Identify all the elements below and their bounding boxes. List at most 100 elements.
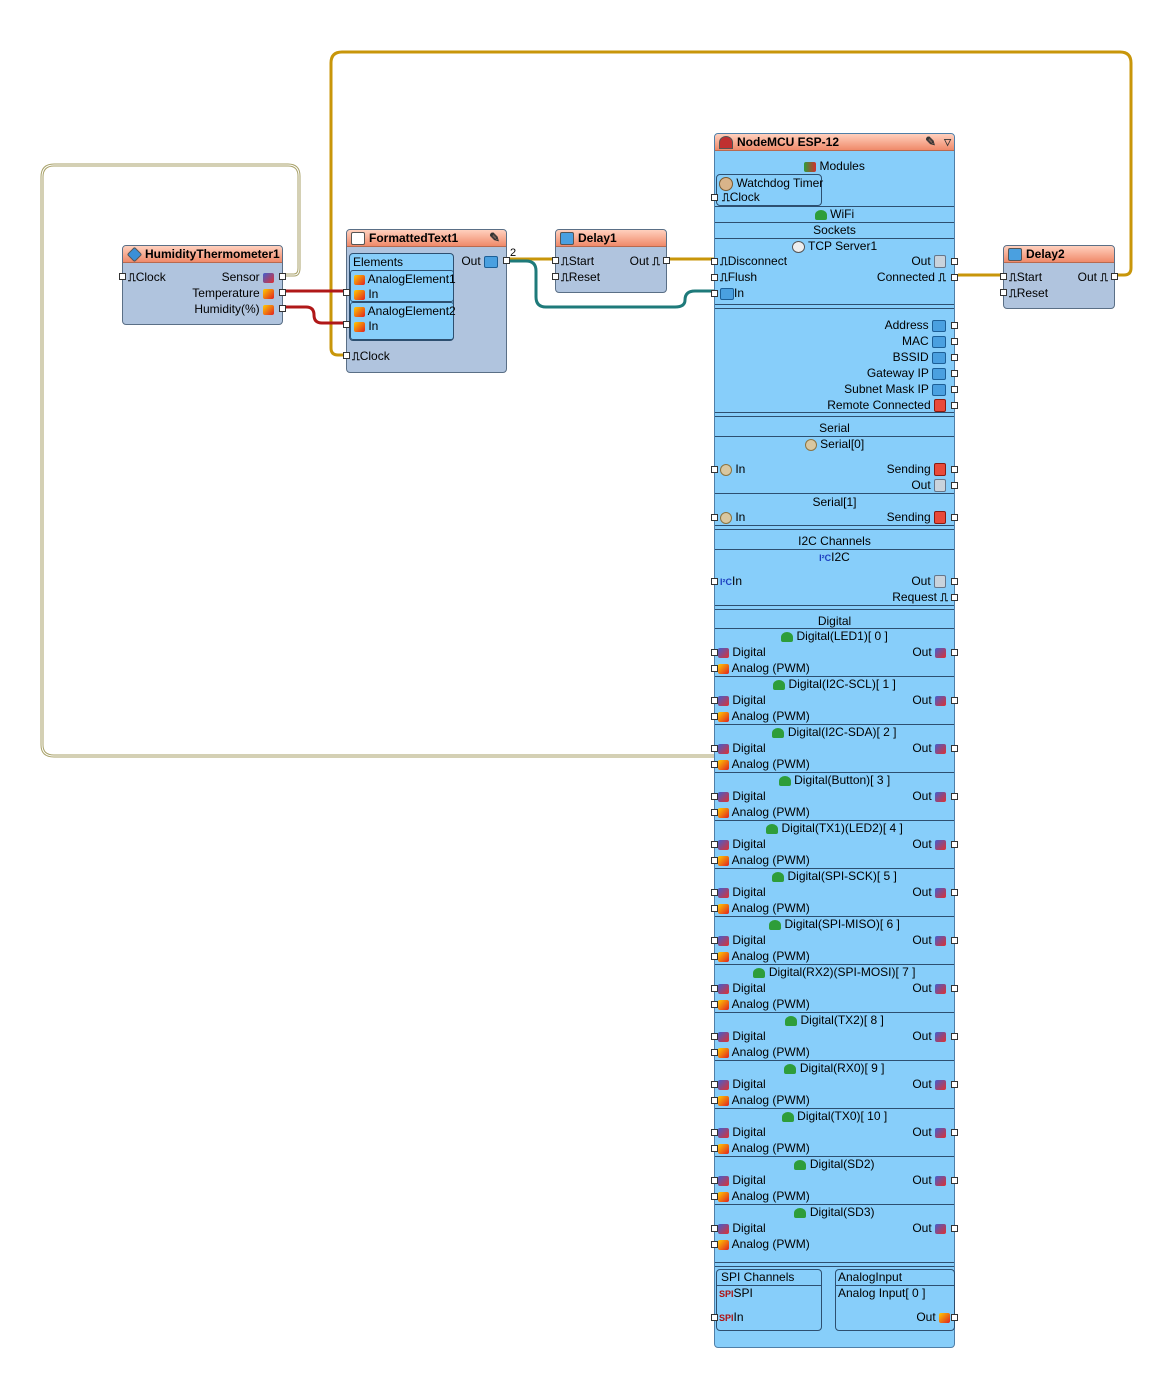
serial1-sending-pin[interactable]: [951, 514, 958, 521]
nodemcu-header[interactable]: NodeMCU ESP-12 ✎ ▽: [715, 134, 954, 151]
wifi-output-pin[interactable]: [951, 370, 958, 377]
formatted-clock-pin[interactable]: [343, 352, 350, 359]
delay1-reset-pin[interactable]: [552, 273, 559, 280]
wifi-output-pin[interactable]: [951, 338, 958, 345]
delay2-reset-pin[interactable]: [1000, 289, 1007, 296]
digital-out-label-pin[interactable]: [951, 697, 958, 704]
humidity-thermometer-component[interactable]: HumidityThermometer1 ⎍Clock Sensor Tempe…: [119, 245, 286, 325]
element2-in-pin[interactable]: [343, 321, 350, 328]
temperature-pin[interactable]: [279, 289, 286, 296]
serial0-in-pin[interactable]: [711, 466, 718, 473]
wifi-output-pin[interactable]: [951, 386, 958, 393]
watchdog-panel[interactable]: Watchdog Timer ⎍Clock: [716, 174, 823, 206]
spi-in-pin[interactable]: [711, 1314, 718, 1321]
disconnect-pin[interactable]: [711, 258, 718, 265]
digital-in-label-pin[interactable]: [711, 649, 718, 656]
digital-out-label-pin[interactable]: [951, 841, 958, 848]
delay2-header[interactable]: Delay2: [1004, 246, 1114, 263]
digital-out-label-pin[interactable]: [951, 1081, 958, 1088]
wire-delay2-to-clock[interactable]: [329, 50, 1133, 357]
analog-pwm-label-pin[interactable]: [711, 1145, 718, 1152]
analog-element2[interactable]: AnalogElement2 In: [350, 302, 456, 340]
thermometer-icon: [126, 246, 143, 263]
digital-in-label-pin[interactable]: [711, 985, 718, 992]
serial0-out-pin[interactable]: [951, 482, 958, 489]
delay2-out-pin[interactable]: [1111, 273, 1118, 280]
analog-pwm-label-pin[interactable]: [711, 713, 718, 720]
spi-panel[interactable]: SPI Channels SPISPI SPIIn: [716, 1269, 822, 1331]
wifi-output-pin[interactable]: [951, 322, 958, 329]
delay2-component[interactable]: Delay2 ⎍Start ⎍Reset Out ⎍: [1000, 245, 1118, 309]
formatted-out-pin[interactable]: [503, 257, 510, 264]
wire-humidity[interactable]: [286, 305, 346, 325]
digital-in-label-pin[interactable]: [711, 1129, 718, 1136]
analog-pwm-label-pin[interactable]: [711, 809, 718, 816]
analog-pwm-label-pin[interactable]: [711, 665, 718, 672]
analog-pwm-label-pin[interactable]: [711, 1241, 718, 1248]
formatted-text-component[interactable]: FormattedText1 ✎ Elements AnalogElement1…: [343, 229, 510, 373]
delay1-header[interactable]: Delay1: [556, 230, 666, 247]
humidity-thermometer-header[interactable]: HumidityThermometer1: [123, 246, 282, 263]
delay1-out-pin[interactable]: [663, 257, 670, 264]
digital-channel-title: Digital(Button)[ 3 ]: [715, 773, 954, 787]
delay1-component[interactable]: Delay1 ⎍Start ⎍Reset Out ⎍: [552, 229, 670, 293]
sensor-pin[interactable]: [279, 273, 286, 280]
analog-pwm-label-pin[interactable]: [711, 1193, 718, 1200]
watchdog-clock-pin[interactable]: [711, 194, 718, 201]
separator: [715, 206, 954, 207]
digital-in-label-pin[interactable]: [711, 1177, 718, 1184]
analog-pwm-label-pin[interactable]: [711, 761, 718, 768]
element1-in-pin[interactable]: [343, 289, 350, 296]
digital-in-label-pin[interactable]: [711, 1081, 718, 1088]
wrench-icon[interactable]: ✎: [925, 134, 936, 149]
digital-in-label-pin[interactable]: [711, 697, 718, 704]
i2c-out-pin[interactable]: [951, 578, 958, 585]
formatted-text-header[interactable]: FormattedText1 ✎: [347, 230, 506, 247]
nodemcu-component[interactable]: NodeMCU ESP-12 ✎ ▽ Modules Watchdog Time…: [711, 133, 958, 1348]
wifi-output-pin[interactable]: [951, 402, 958, 409]
analog-input-panel[interactable]: AnalogInput Analog Input[ 0 ] Out: [835, 1269, 955, 1331]
digital-in-label-pin[interactable]: [711, 841, 718, 848]
digital-out-label-pin[interactable]: [951, 937, 958, 944]
digital-out-label-pin[interactable]: [951, 889, 958, 896]
digital-in-label-pin[interactable]: [711, 937, 718, 944]
delay1-start-pin[interactable]: [552, 257, 559, 264]
digital-out-label-pin[interactable]: [951, 649, 958, 656]
delay2-start-pin[interactable]: [1000, 273, 1007, 280]
digital-out-label-pin[interactable]: [951, 1033, 958, 1040]
digital-in-label-pin[interactable]: [711, 889, 718, 896]
digital-out-label-pin[interactable]: [951, 1177, 958, 1184]
digital-in-label-pin[interactable]: [711, 1225, 718, 1232]
connected-pin[interactable]: [951, 274, 958, 281]
analog-pwm-label-pin[interactable]: [711, 1049, 718, 1056]
analog-pwm-label-pin[interactable]: [711, 1097, 718, 1104]
digital-in-label-pin[interactable]: [711, 1033, 718, 1040]
digital-out-label-pin[interactable]: [951, 985, 958, 992]
analog-pwm-label-pin[interactable]: [711, 857, 718, 864]
digital-in-label-pin[interactable]: [711, 745, 718, 752]
wrench-icon[interactable]: ✎: [489, 230, 500, 245]
analog-input-out-pin[interactable]: [951, 1314, 958, 1321]
digital-out-label-pin[interactable]: [951, 1225, 958, 1232]
spi-channels-label: SPI Channels: [721, 1270, 795, 1284]
serial1-in-pin[interactable]: [711, 514, 718, 521]
tcp-out-pin[interactable]: [951, 258, 958, 265]
wifi-output-pin[interactable]: [951, 354, 958, 361]
flush-pin[interactable]: [711, 274, 718, 281]
clock-pin[interactable]: [119, 273, 126, 280]
wire-text-to-tcp[interactable]: [510, 259, 714, 309]
digital-in-label-pin[interactable]: [711, 793, 718, 800]
dropdown-icon[interactable]: ▽: [944, 137, 951, 147]
analog-pwm-label-pin[interactable]: [711, 1001, 718, 1008]
analog-pwm-label-pin[interactable]: [711, 905, 718, 912]
i2c-in-pin[interactable]: [711, 578, 718, 585]
digital-out-label-pin[interactable]: [951, 793, 958, 800]
digital-out-label-pin[interactable]: [951, 745, 958, 752]
humidity-pin[interactable]: [279, 305, 286, 312]
analog-element1[interactable]: AnalogElement1 In: [350, 270, 456, 302]
tcp-in-pin[interactable]: [711, 290, 718, 297]
analog-pwm-label-pin[interactable]: [711, 953, 718, 960]
i2c-request-pin[interactable]: [951, 594, 958, 601]
serial0-sending-pin[interactable]: [951, 466, 958, 473]
digital-out-label-pin[interactable]: [951, 1129, 958, 1136]
